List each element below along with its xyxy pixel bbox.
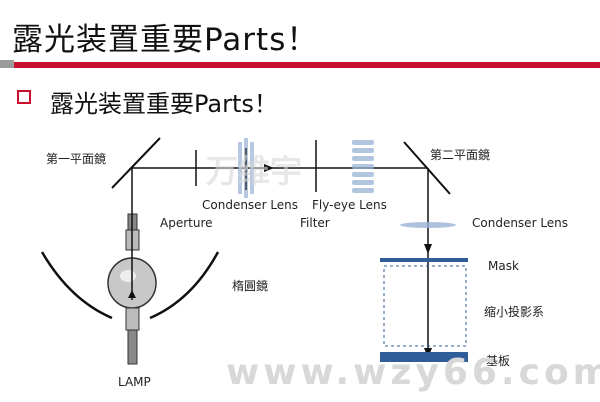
ellipsoidal-mirror-right [149,251,220,320]
first-plane-mirror [111,137,161,189]
lamp-label: LAMP [118,375,151,389]
condenser-lens-1-label: Condenser Lens [202,198,299,212]
beam-arrow-up [128,290,136,298]
watermark-bottom: www.wzy66.com [226,352,600,393]
beam-arrow-right [264,164,274,172]
mask-label: Mask [488,259,519,273]
condenser-lens-2-icon [400,222,456,228]
mirror1-label: 第一平面鏡 [46,152,107,166]
projection-frame [383,265,467,347]
mask-plate [380,258,468,262]
condenser-lens-2-label: Condenser Lens [472,216,569,230]
second-plane-mirror [403,141,451,195]
ellipsoidal-mirror-left [40,251,113,320]
title-rule-red [14,62,600,68]
ellipsoidal-mirror-label: 楕圓鏡 [232,279,269,293]
slide-subtitle: 露光装置重要Parts！ [50,90,278,118]
page-title: 露光装置重要Parts！ [12,22,319,58]
beam-arrow-down [424,244,432,254]
substrate-plate [380,352,468,362]
substrate-label: 基板 [486,354,511,368]
title-rule-gray [0,60,14,68]
bullet-square-icon [17,90,31,104]
fly-eye-lens-icon [352,140,374,193]
filter-label: Filter [300,216,330,230]
watermark-center: 万维宇 [206,152,303,190]
aperture-label: Aperture [160,216,213,230]
fly-eye-lens-label: Fly-eye Lens [312,198,387,212]
projection-system-label: 缩小投影系 [484,305,545,319]
mirror2-label: 第二平面鏡 [430,148,491,162]
